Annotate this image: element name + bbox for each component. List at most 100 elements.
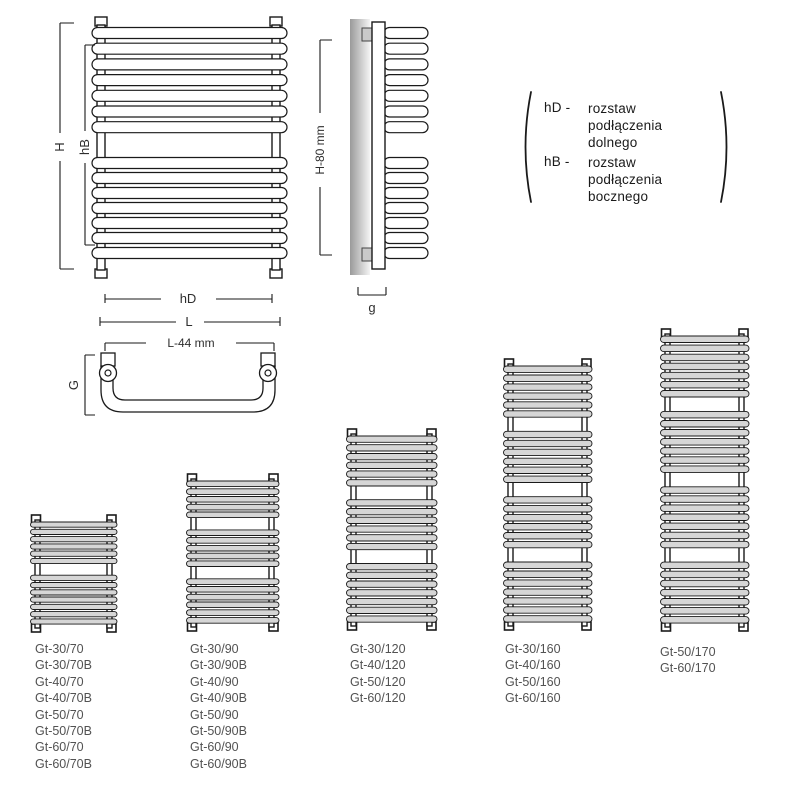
radiator-tube [660, 438, 750, 446]
radiator-tube [660, 390, 750, 398]
radiator-silhouette-170 [660, 328, 750, 632]
radiator-tube [660, 465, 750, 473]
radiator-tube [660, 495, 750, 503]
radiator-tube [660, 616, 750, 624]
dim-L [99, 317, 281, 326]
radiator-tube [503, 374, 593, 382]
radiator-tube [30, 603, 118, 610]
legend-line: rozstaw podłączenia [588, 155, 663, 187]
radiator-tube [503, 466, 593, 474]
radiator-tube [346, 508, 438, 516]
radiator-tube [91, 73, 288, 87]
model-label: Gt-50/90 [190, 707, 239, 722]
radiator-tube [503, 597, 593, 605]
paren-left-icon [524, 91, 532, 203]
radiator-tube [503, 448, 593, 457]
radiator-tube [30, 543, 118, 550]
front-view-drawing: H hB hD L [52, 16, 288, 329]
radiator-tube [346, 461, 438, 469]
radiator-tube [383, 58, 429, 71]
radiator-tube [383, 89, 429, 102]
radiator-tube [503, 532, 593, 540]
radiator-tube [186, 560, 280, 567]
collector-left [34, 519, 41, 629]
radiator-tube [660, 371, 750, 380]
radiator-tube [383, 26, 429, 40]
radiator-tube [660, 598, 750, 606]
legend-key-hb: hB - [544, 154, 570, 169]
radiator-tube [660, 362, 750, 371]
radiator-tube [660, 522, 750, 531]
radiator-tube [660, 447, 750, 455]
radiator-tube [186, 529, 280, 536]
dim-g-label: g [368, 300, 375, 315]
model-label: Gt-30/70B [35, 658, 92, 673]
legend-line: bocznego [588, 189, 649, 204]
radiator-tube [503, 588, 593, 596]
radiator-tube [91, 186, 288, 200]
dim-g [357, 287, 387, 296]
radiator-tube [660, 420, 750, 428]
top-view-drawing: L-44 mm G [66, 336, 278, 416]
radiator-tube [30, 528, 118, 535]
radiator-tube [186, 601, 280, 609]
model-label: Gt-50/70 [35, 707, 84, 722]
front-tubes [91, 26, 288, 260]
legend: hD - rozstaw podłączenia dolnego hB - ro… [518, 86, 734, 208]
collar-hole-icon [104, 369, 112, 377]
dim-H-label: H [52, 142, 67, 151]
model-label: Gt-30/90 [190, 642, 239, 656]
radiator-tube [660, 486, 750, 494]
radiator-tube [346, 534, 438, 542]
radiator-tube [660, 344, 750, 353]
radiator-tube [503, 383, 593, 391]
legend-line: dolnego [588, 135, 638, 150]
model-label: Gt-60/90B [190, 756, 247, 771]
collector-left [96, 24, 106, 271]
collector-right [738, 333, 745, 628]
radiator-tube [383, 231, 429, 245]
radiator-tube [346, 542, 438, 551]
radiator-silhouette-70 [30, 514, 118, 633]
radiator-tube [346, 516, 438, 524]
radiator-tube [30, 536, 118, 543]
radiator-tube [186, 609, 280, 616]
radiator-tube [660, 380, 750, 389]
radiator-tube [346, 479, 438, 487]
radiator-tube [383, 246, 429, 260]
radiator-tube [503, 514, 593, 522]
legend-entry-hd: hD - rozstaw podłączenia dolnego [544, 100, 712, 151]
radiator-tube [91, 121, 288, 134]
wall-bracket [361, 27, 373, 42]
radiator-tube [383, 105, 429, 118]
model-label: Gt-50/170 [660, 645, 716, 659]
radiator-tube [503, 439, 593, 448]
dim-hB-label: hB [77, 139, 92, 155]
model-label: Gt-50/90B [190, 724, 247, 739]
radiator-tube [30, 611, 118, 618]
radiator-tube [503, 475, 593, 483]
radiator-tube [186, 488, 280, 495]
model-label: Gt-30/90B [190, 658, 247, 673]
radiator-tube [660, 570, 750, 579]
radiator-tube [383, 42, 429, 55]
model-label: Gt-60/160 [505, 691, 561, 706]
radiator-tube [30, 557, 118, 565]
model-label: Gt-60/170 [660, 661, 716, 676]
radiator-tube [186, 617, 280, 624]
model-label: Gt-40/70 [35, 674, 84, 689]
radiator-tube [30, 589, 118, 596]
model-label: Gt-60/70B [35, 756, 92, 771]
radiator-tube [660, 456, 750, 464]
radiator-tube [186, 480, 280, 488]
radiator-tube [383, 186, 429, 200]
paren-right-icon [720, 91, 728, 203]
radiator-tube [383, 73, 429, 87]
radiator-tube [503, 496, 593, 504]
radiator-tube [660, 607, 750, 615]
radiator-tube [503, 392, 593, 400]
radiator-tube [346, 470, 438, 478]
radiator-tube [30, 618, 118, 625]
radiator-tube [186, 578, 280, 585]
